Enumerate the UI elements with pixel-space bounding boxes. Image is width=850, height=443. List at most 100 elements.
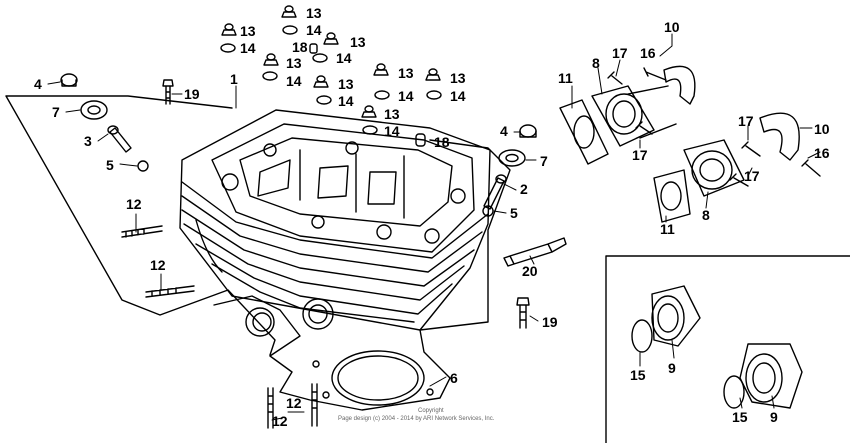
callout-9: 9 (770, 409, 778, 425)
valve-guide-seal-7b (498, 149, 526, 167)
screw-17b (635, 121, 653, 135)
stud-12d (311, 383, 318, 427)
washer-14g (426, 90, 442, 100)
callout-1: 1 (230, 71, 238, 87)
callout-8: 8 (592, 55, 600, 71)
valve-guide-3 (107, 125, 132, 153)
nut-13c (323, 32, 339, 45)
washer-14d (262, 71, 278, 81)
o-ring-5b (482, 205, 494, 217)
callout-14: 14 (306, 22, 322, 38)
head-gasket (213, 295, 451, 411)
washer-14b (282, 25, 298, 35)
screw-17a (607, 71, 623, 85)
washer-14f (374, 90, 390, 100)
callout-14: 14 (286, 73, 302, 89)
callout-13: 13 (338, 76, 354, 92)
washer-14e (316, 95, 332, 105)
washer-14h (362, 125, 378, 135)
callout-12: 12 (126, 196, 142, 212)
nut-13e (313, 75, 329, 88)
callout-17: 17 (612, 45, 628, 61)
washer-14c (312, 53, 328, 63)
screw-17c (741, 141, 761, 157)
callout-13: 13 (350, 34, 366, 50)
o-ring-15b (723, 375, 745, 409)
callout-8: 8 (702, 207, 710, 223)
callout-11: 11 (660, 221, 675, 237)
callout-6: 6 (450, 370, 458, 386)
washer-14a (220, 43, 236, 53)
callout-19: 19 (184, 86, 200, 102)
screw-16a (643, 67, 667, 81)
callout-16: 16 (640, 45, 656, 61)
callout-12: 12 (286, 395, 302, 411)
nut-13a (221, 23, 237, 36)
nut-13g (425, 68, 441, 81)
screw-17d (729, 173, 749, 187)
callout-5: 5 (106, 157, 114, 173)
callout-14: 14 (338, 93, 354, 109)
band-10b (759, 112, 800, 161)
nut-13h (361, 105, 377, 118)
callout-12: 12 (150, 257, 166, 273)
copyright-title: Copyright (418, 408, 444, 414)
nut-13d (263, 53, 279, 66)
callout-7: 7 (540, 153, 548, 169)
bolt-19a (162, 79, 174, 105)
callout-17: 17 (738, 113, 754, 129)
o-ring-15a (631, 319, 653, 353)
callout-9: 9 (668, 360, 676, 376)
callout-14: 14 (240, 40, 256, 56)
callout-7: 7 (52, 104, 60, 120)
callout-4: 4 (500, 123, 508, 139)
callout-12: 12 (272, 413, 288, 429)
section-frame (605, 255, 850, 443)
callout-14: 14 (384, 123, 400, 139)
insulator-gasket-11b (653, 169, 691, 223)
callout-10: 10 (814, 121, 830, 137)
stud-12a (121, 225, 163, 238)
valve-guide-seal-7a (80, 100, 108, 120)
callout-14: 14 (398, 88, 414, 104)
callout-13: 13 (384, 106, 400, 122)
insulator-gasket-11a (559, 99, 609, 165)
callout-13: 13 (306, 5, 322, 21)
dowel-18a (309, 43, 318, 54)
screw-16b (801, 159, 821, 177)
callout-16: 16 (814, 145, 830, 161)
group-outline-left (5, 95, 276, 356)
stud-12c (267, 387, 274, 429)
bolt-19b (516, 297, 530, 329)
callout-15: 15 (732, 409, 748, 425)
nut-13f (373, 63, 389, 76)
callout-13: 13 (450, 70, 466, 86)
callout-3: 3 (84, 133, 92, 149)
callout-20: 20 (522, 263, 538, 279)
nut-13b (281, 5, 297, 18)
cap-nut-4b (519, 124, 537, 138)
copyright-notice: Page design (c) 2004 - 2014 by ARI Netwo… (338, 416, 495, 422)
callout-11: 11 (558, 70, 573, 86)
callout-19: 19 (542, 314, 558, 330)
valve-guide-2 (483, 174, 507, 210)
callout-14: 14 (450, 88, 466, 104)
band-10a (663, 65, 696, 105)
dowel-18b (415, 133, 426, 147)
callout-13: 13 (286, 55, 302, 71)
cylinder-head (179, 109, 491, 331)
o-ring-5a (137, 160, 149, 172)
callout-17: 17 (632, 147, 648, 163)
insulator-9b (739, 343, 803, 409)
callout-10: 10 (664, 19, 680, 35)
leader-lines (47, 33, 821, 421)
callout-4: 4 (34, 76, 42, 92)
group-outline-right (419, 139, 511, 331)
spark-plug-20 (503, 237, 567, 267)
callout-18: 18 (434, 134, 450, 150)
callout-13: 13 (240, 23, 256, 39)
insulator-8a (591, 85, 677, 147)
insulator-8b (683, 139, 745, 197)
